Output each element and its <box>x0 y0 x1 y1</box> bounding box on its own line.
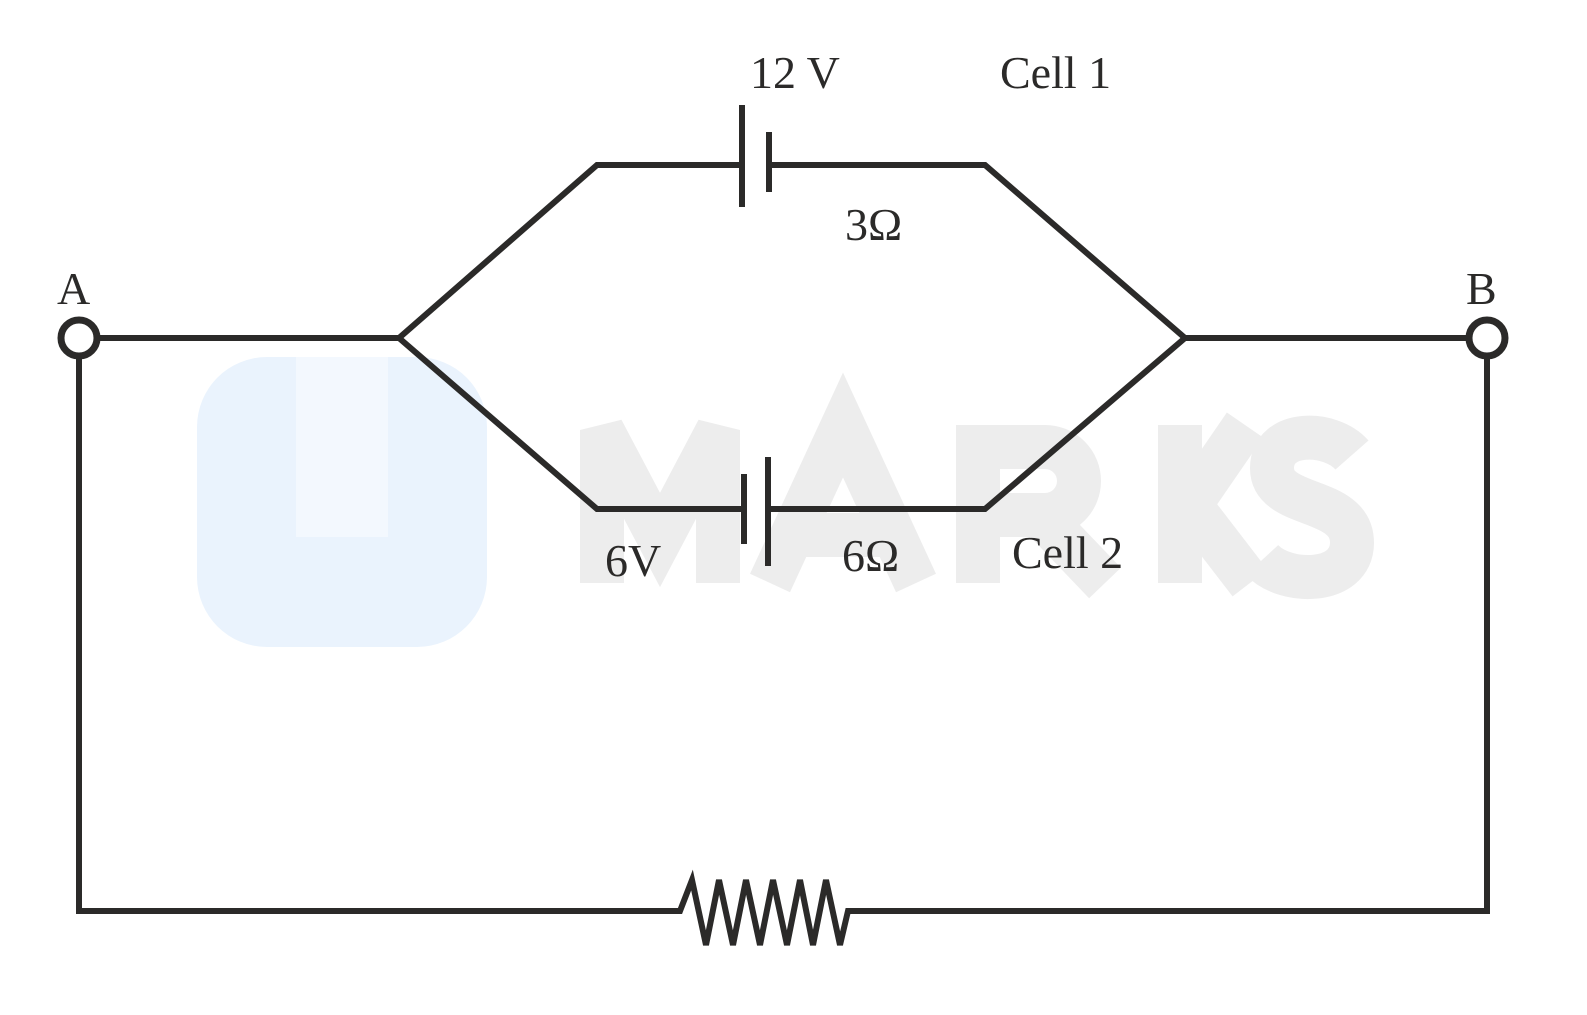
cell1-resistance: 3Ω <box>845 199 902 250</box>
cell2-resistance: 6Ω <box>842 530 899 581</box>
watermark-letter-s <box>1245 415 1375 599</box>
cell1-name: Cell 1 <box>1000 47 1111 98</box>
wire-lower-left <box>397 335 744 512</box>
watermark-letter-m <box>580 419 740 588</box>
watermark-letter-a <box>750 372 936 593</box>
terminal-b <box>1465 316 1509 360</box>
watermark-lettering <box>580 372 1375 599</box>
cell1-emf: 12 V <box>750 47 840 98</box>
terminal-a <box>57 316 101 360</box>
label-a: A <box>57 263 90 314</box>
watermark <box>197 357 1375 647</box>
watermark-logo-mark <box>296 357 388 537</box>
label-b: B <box>1466 263 1497 314</box>
cell2-emf: 6V <box>605 535 661 586</box>
wire-lower-right <box>768 335 1187 512</box>
wire-upper-left <box>397 162 742 341</box>
wire-outer-loop <box>76 357 1490 946</box>
cell2-name: Cell 2 <box>1012 527 1123 578</box>
wire-upper-right <box>769 162 1187 341</box>
watermark-letter-k <box>1158 412 1268 597</box>
